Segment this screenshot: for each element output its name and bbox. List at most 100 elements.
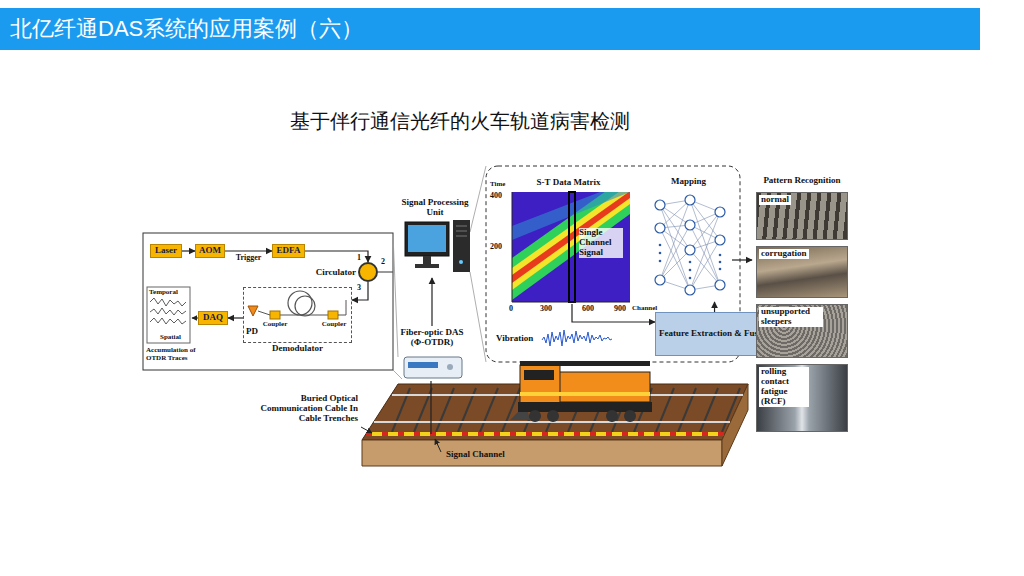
neural-network bbox=[659, 244, 662, 247]
st-data-plot bbox=[512, 174, 630, 302]
node-text: S-T Data Matrix bbox=[537, 176, 601, 188]
zoom-lines bbox=[470, 166, 486, 232]
computer-icon bbox=[408, 225, 446, 252]
axis-tick: 400 bbox=[490, 192, 502, 201]
axis-title: Time bbox=[490, 181, 505, 189]
photo-tile: unsupported sleepers bbox=[756, 304, 848, 358]
node-text: normal bbox=[759, 195, 791, 205]
port-number: 3 bbox=[357, 284, 361, 293]
component-box: EDFA bbox=[272, 244, 305, 258]
photo-tile: normal bbox=[756, 192, 848, 240]
neural-network bbox=[719, 261, 722, 264]
node-text: rolling contact fatigue (RCF) bbox=[759, 367, 809, 407]
node-text: EDFA bbox=[277, 246, 301, 256]
vibration-waveform bbox=[542, 330, 612, 346]
axis-tick: 600 bbox=[582, 305, 594, 314]
computer-icon bbox=[456, 226, 467, 236]
optical-setup bbox=[270, 311, 280, 319]
component-box: AOM bbox=[195, 244, 225, 258]
axis-title: Spatial bbox=[160, 334, 181, 342]
st-data-plot bbox=[512, 192, 630, 290]
vibration-waveform bbox=[542, 330, 612, 346]
connector-arrow bbox=[714, 302, 715, 312]
locomotive bbox=[510, 361, 652, 422]
photo-tile: rolling contact fatigue (RCF) bbox=[756, 364, 848, 432]
locomotive bbox=[606, 410, 618, 422]
das-device bbox=[447, 364, 453, 370]
das-unit: Fiber-optic DAS (Φ-OTDR) bbox=[394, 326, 470, 380]
optical-setup bbox=[288, 291, 312, 315]
st-data-plot bbox=[512, 192, 630, 283]
computer-icon bbox=[405, 222, 449, 256]
edge-label: Trigger bbox=[236, 254, 262, 263]
optical-setup bbox=[295, 296, 315, 316]
node-text: corrugation bbox=[759, 249, 809, 259]
callout: Buried Optical Communication Cable In Ca… bbox=[250, 394, 358, 424]
computer-icon bbox=[459, 260, 463, 264]
leader-lines bbox=[435, 439, 441, 452]
neural-network bbox=[685, 220, 695, 230]
axis-tick: 200 bbox=[490, 243, 502, 252]
neural-network bbox=[655, 195, 725, 295]
node-text: Signal Processing Unit bbox=[398, 196, 472, 218]
optical-setup bbox=[258, 300, 346, 315]
track-bed bbox=[366, 432, 724, 436]
neural-network bbox=[689, 261, 692, 264]
node-text: AOM bbox=[199, 246, 221, 256]
track-bed bbox=[362, 384, 748, 440]
annotation: Accumulation of OTDR Traces bbox=[146, 347, 210, 362]
neural-network bbox=[689, 269, 692, 272]
node-text: Circulator bbox=[316, 268, 356, 278]
port-number: 1 bbox=[357, 254, 361, 263]
title-bar bbox=[0, 8, 980, 50]
optical-setup bbox=[143, 233, 393, 370]
callout: Signal Channel bbox=[446, 450, 505, 460]
locomotive bbox=[510, 412, 530, 420]
track-bed bbox=[366, 432, 724, 436]
neural-network bbox=[719, 268, 722, 271]
track-bed bbox=[362, 440, 722, 466]
locomotive bbox=[624, 410, 636, 422]
axis-title: Channel bbox=[632, 305, 657, 313]
connector-arrow bbox=[225, 250, 272, 251]
component-label: Coupler bbox=[258, 321, 292, 329]
photo-tile: corrugation bbox=[756, 246, 848, 298]
zoom-lines bbox=[470, 272, 486, 362]
neural-network bbox=[655, 200, 665, 210]
neural-network bbox=[685, 195, 695, 205]
computer-icon bbox=[405, 220, 470, 272]
node-text: Pattern Recognition bbox=[763, 174, 840, 186]
port-number: 2 bbox=[381, 258, 385, 267]
result-panel: Pattern Recognition normal corrugation unsu… bbox=[752, 174, 852, 434]
neural-network bbox=[685, 245, 695, 255]
axis-title: Temporal bbox=[149, 289, 178, 297]
annotation: Single Channel Signal bbox=[579, 228, 623, 258]
node-text: unsupported sleepers bbox=[759, 307, 823, 327]
zoom-lines bbox=[393, 370, 402, 379]
optical-setup bbox=[143, 233, 393, 370]
das-device bbox=[404, 357, 462, 378]
node-text: Mapping bbox=[671, 175, 706, 187]
locomotive bbox=[529, 410, 541, 422]
neural-network bbox=[659, 252, 662, 255]
axis-tick: 900 bbox=[614, 305, 626, 314]
connector-arrow bbox=[732, 259, 752, 260]
optical-setup bbox=[328, 311, 338, 319]
locomotive bbox=[547, 410, 559, 422]
title-bar bbox=[0, 8, 980, 50]
neural-network bbox=[655, 223, 665, 233]
st-data-plot bbox=[512, 192, 630, 300]
optical-setup bbox=[147, 287, 190, 343]
zoom-lines bbox=[393, 166, 486, 379]
st-data-plot bbox=[512, 192, 630, 302]
connector-arrow bbox=[305, 251, 368, 262]
component-box: DAQ bbox=[198, 311, 228, 325]
neural-network bbox=[660, 200, 720, 290]
network-panel: Mapping bbox=[645, 175, 732, 302]
neural-network bbox=[715, 280, 725, 290]
leader-lines bbox=[430, 381, 431, 434]
circulator-symbol: Circulator bbox=[358, 262, 378, 282]
das-device bbox=[404, 357, 462, 378]
das-device bbox=[408, 362, 438, 368]
